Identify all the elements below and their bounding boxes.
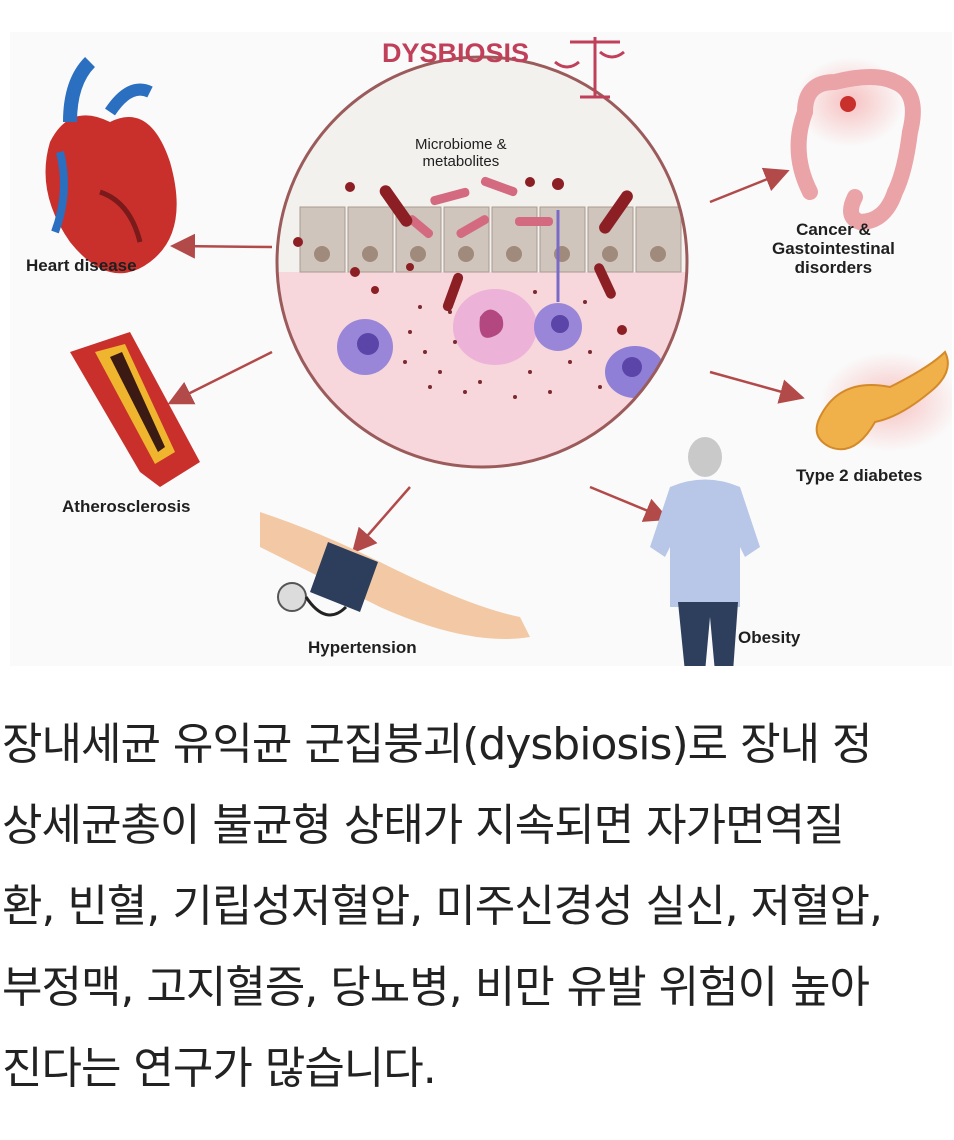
- diagram-title: DYSBIOSIS: [382, 38, 530, 68]
- label-hypertension: Hypertension: [308, 638, 417, 657]
- caption-line: 상세균총이 불균형 상태가 지속되면 자가면역질: [2, 800, 845, 851]
- label-cancer-line3: disorders: [794, 258, 873, 277]
- artery-icon: [70, 332, 200, 487]
- caption-line: 환, 빈혈, 기립성저혈압, 미주신경성 실신, 저혈압,: [2, 881, 883, 932]
- center-label-line1: Microbiome &: [415, 136, 507, 153]
- caption-line: 부정맥, 고지혈증, 당뇨병, 비만 유발 위험이 높아: [2, 962, 870, 1013]
- center-label: Microbiome & metabolites: [415, 136, 507, 170]
- metabolite-dots: [403, 290, 602, 399]
- caption-text: 장내세균 유익균 군집붕괴(dysbiosis)로 장내 정 상세균총이 불균형…: [2, 704, 947, 1109]
- caption-line: 진다는 연구가 많습니다.: [2, 1043, 437, 1094]
- immune-cells: [337, 210, 665, 398]
- center-label-line2: metabolites: [422, 153, 500, 170]
- heart-icon: [45, 57, 177, 274]
- label-atherosclerosis: Atherosclerosis: [62, 497, 191, 516]
- arrows: [167, 167, 805, 554]
- circle-border: [275, 55, 689, 469]
- label-type2-diabetes: Type 2 diabetes: [796, 466, 923, 485]
- label-cancer-line1: Cancer &: [796, 220, 871, 239]
- gut-cross-section: [277, 57, 687, 467]
- colon-icon: [790, 57, 921, 231]
- scales-icon: [554, 37, 625, 99]
- diagram-graphic: [45, 37, 952, 666]
- dysbiosis-diagram: DYSBIOSIS Microbiome & metabolites Heart…: [10, 32, 952, 666]
- bacteria: [293, 176, 633, 335]
- epithelium-cells: [299, 206, 682, 273]
- label-obesity: Obesity: [738, 628, 801, 647]
- label-cancer-line2: Gastointestinal: [772, 239, 895, 258]
- pancreas-icon: [815, 350, 952, 452]
- label-heart-disease: Heart disease: [26, 256, 137, 275]
- person-obesity-icon: [650, 437, 760, 666]
- blood-pressure-arm-icon: [260, 512, 530, 639]
- label-cancer-gi: Cancer & Gastointestinal disorders: [772, 220, 895, 277]
- caption-line: 장내세균 유익균 군집붕괴(dysbiosis)로 장내 정: [2, 719, 873, 770]
